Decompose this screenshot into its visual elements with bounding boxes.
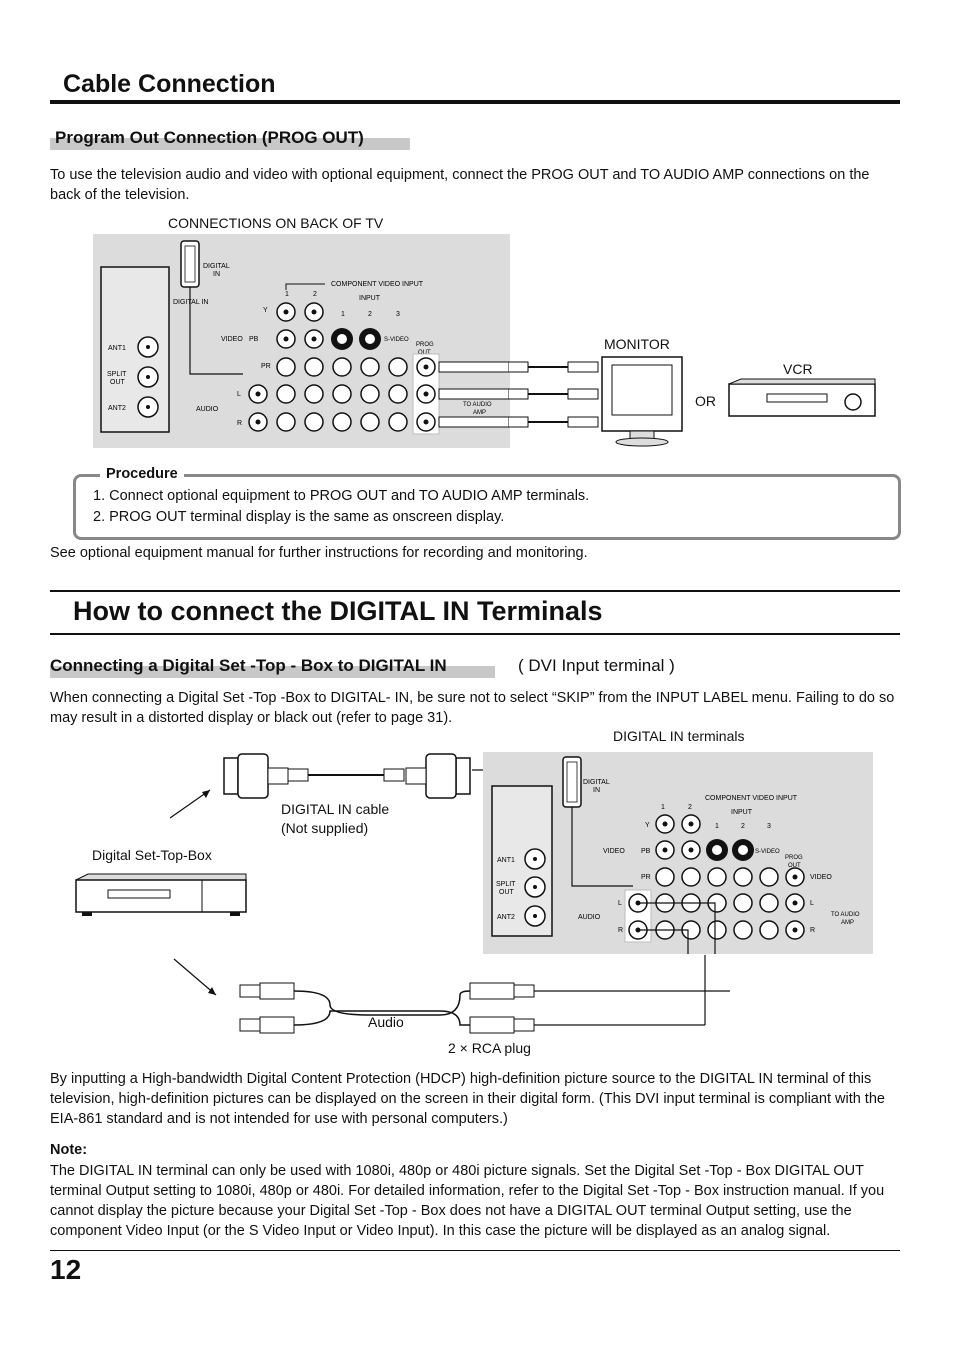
hdcp-paragraph: By inputting a High-bandwidth Digital Co… xyxy=(50,1071,885,1127)
stb-label: Digital Set-Top-Box xyxy=(92,847,212,863)
vcr-label: VCR xyxy=(783,361,813,377)
vcr-icon xyxy=(728,378,876,417)
procedure-label: Procedure xyxy=(100,466,184,482)
audio-cables xyxy=(173,955,730,1034)
svg-text:ANT2: ANT2 xyxy=(497,914,515,921)
svg-text:2: 2 xyxy=(368,311,372,318)
cvi-label: COMPONENT VIDEO INPUT xyxy=(331,281,424,288)
split-label: SPLIT xyxy=(107,371,127,378)
subtitle-digital-stb: Connecting a Digital Set -Top - Box to D… xyxy=(50,656,447,675)
svg-text:INPUT: INPUT xyxy=(731,809,753,816)
section-rule xyxy=(50,100,900,104)
svg-text:VIDEO: VIDEO xyxy=(603,848,625,855)
svg-text:TO AUDIO: TO AUDIO xyxy=(463,402,492,408)
svg-text:SPLIT: SPLIT xyxy=(496,881,516,888)
svg-text:VIDEO: VIDEO xyxy=(810,874,832,881)
subtitle-dvi: ( DVI Input terminal ) xyxy=(518,656,675,675)
intro-paragraph: To use the television audio and video wi… xyxy=(50,167,870,203)
svg-text:3: 3 xyxy=(767,823,771,830)
prog-out-plugs xyxy=(438,361,510,428)
svg-text:S-VIDEO: S-VIDEO xyxy=(755,849,780,855)
digital-in-terminals-label: DIGITAL IN terminals xyxy=(613,728,745,744)
equipment-cables xyxy=(508,361,599,428)
rca-grid xyxy=(248,302,436,432)
intro-paragraph-2: When connecting a Digital Set -Top -Box … xyxy=(50,690,895,726)
svg-text:Y: Y xyxy=(263,307,268,314)
svg-text:AMP: AMP xyxy=(841,920,854,926)
subtitle-band xyxy=(50,138,410,150)
footer-rule xyxy=(50,1250,900,1251)
section2-bottom-rule xyxy=(50,633,900,635)
svg-text:L: L xyxy=(810,900,814,907)
svg-text:AUDIO: AUDIO xyxy=(578,914,601,921)
monitor-label: MONITOR xyxy=(604,336,670,352)
svg-text:DIGITAL: DIGITAL xyxy=(583,779,610,786)
svg-text:IN: IN xyxy=(593,787,600,794)
svg-text:2: 2 xyxy=(741,823,745,830)
svg-text:S-VIDEO: S-VIDEO xyxy=(384,337,409,343)
subtitle2-band xyxy=(50,666,495,678)
svg-text:OUT: OUT xyxy=(788,863,801,869)
section2-top-rule xyxy=(50,590,900,592)
svg-text:AMP: AMP xyxy=(473,410,486,416)
or-label: OR xyxy=(695,393,716,409)
note-text: The DIGITAL IN terminal can only be used… xyxy=(50,1163,885,1239)
page-number: 12 xyxy=(50,1254,82,1285)
svg-text:R: R xyxy=(810,927,815,934)
audio-label: Audio xyxy=(368,1014,404,1030)
svg-text:1: 1 xyxy=(341,311,345,318)
svg-text:IN: IN xyxy=(213,271,220,278)
svg-text:OUT: OUT xyxy=(499,889,515,896)
svg-text:PB: PB xyxy=(641,848,651,855)
ant-jacks xyxy=(137,336,159,418)
svg-text:2: 2 xyxy=(313,291,317,298)
audio-label: AUDIO xyxy=(196,406,219,413)
svg-text:1: 1 xyxy=(285,291,289,298)
svg-text:1: 1 xyxy=(715,823,719,830)
procedure-step-2: 2. PROG OUT terminal display is the same… xyxy=(93,509,505,525)
svg-text:PROG: PROG xyxy=(416,342,434,348)
svg-text:PROG: PROG xyxy=(785,855,803,861)
video-label: VIDEO xyxy=(221,336,243,343)
procedure-step-1: 1. Connect optional equipment to PROG OU… xyxy=(93,488,590,504)
svg-text:PR: PR xyxy=(641,874,651,881)
stb-pointer-arrow xyxy=(169,789,211,819)
svg-text:3: 3 xyxy=(396,311,400,318)
input-label: INPUT xyxy=(359,295,381,302)
digital-in-label: DIGITAL IN xyxy=(173,299,208,306)
footer-note: See optional equipment manual for furthe… xyxy=(50,545,588,561)
svg-text:Y: Y xyxy=(645,822,650,829)
cable-label-2: (Not supplied) xyxy=(281,820,369,836)
rca-label: 2 × RCA plug xyxy=(448,1040,531,1056)
svg-text:PR: PR xyxy=(261,363,271,370)
svg-text:OUT: OUT xyxy=(418,350,431,356)
svg-text:L: L xyxy=(237,391,241,398)
svg-text:2: 2 xyxy=(688,804,692,811)
digital-in-top-label: DIGITAL xyxy=(203,263,230,270)
svg-text:ANT1: ANT1 xyxy=(497,857,515,864)
section-title-digital-in: How to connect the DIGITAL IN Terminals xyxy=(73,596,603,626)
out-label: OUT xyxy=(110,379,126,386)
cable-label-1: DIGITAL IN cable xyxy=(281,801,390,817)
diagram-caption: CONNECTIONS ON BACK OF TV xyxy=(168,215,384,231)
svg-text:TO AUDIO: TO AUDIO xyxy=(831,912,860,918)
svg-text:R: R xyxy=(618,927,623,934)
procedure-box xyxy=(73,474,901,540)
dvi-cable xyxy=(223,753,471,799)
tv-back-panel-diagram: ANT1 SPLIT OUT ANT2 DIGITAL IN DIGITAL I… xyxy=(93,234,510,448)
set-top-box-icon xyxy=(75,873,247,916)
svg-text:L: L xyxy=(618,900,622,907)
svg-text:1: 1 xyxy=(661,804,665,811)
ant1-label: ANT1 xyxy=(108,345,126,352)
svg-text:PB: PB xyxy=(249,336,259,343)
monitor-icon xyxy=(601,356,683,447)
svg-text:R: R xyxy=(237,420,242,427)
ant2-label: ANT2 xyxy=(108,405,126,412)
note-label: Note: xyxy=(50,1142,88,1158)
svg-text:COMPONENT VIDEO INPUT: COMPONENT VIDEO INPUT xyxy=(705,795,798,802)
subtitle-prog-out: Program Out Connection (PROG OUT) xyxy=(55,128,364,147)
section-title-cable-connection: Cable Connection xyxy=(63,70,276,98)
